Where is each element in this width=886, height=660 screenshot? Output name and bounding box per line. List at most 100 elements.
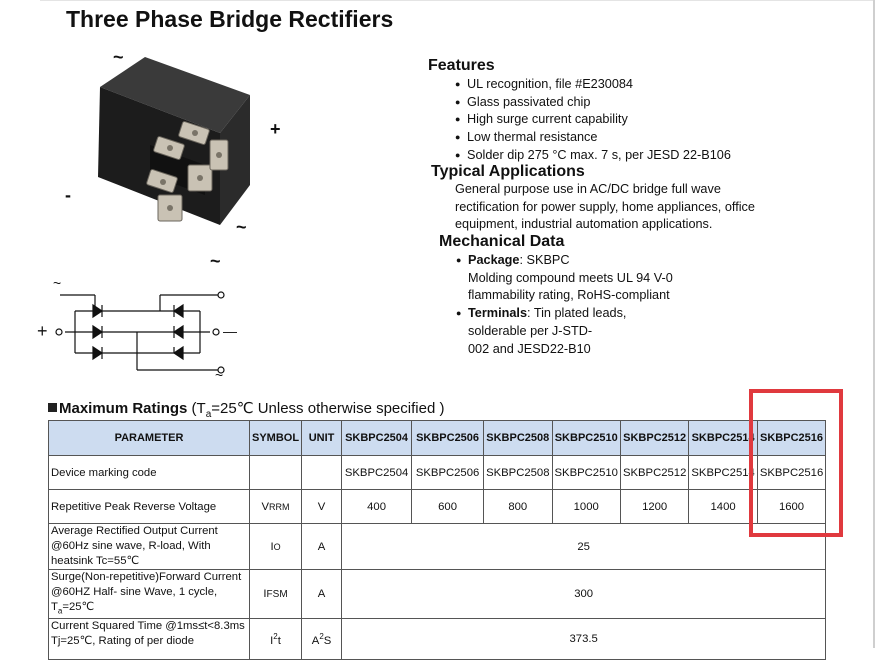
unit-post: S: [323, 634, 332, 647]
terminals-detail: solderable per J-STD-002 and JESD22-B10: [468, 323, 593, 356]
feature-item: Glass passivated chip: [455, 94, 731, 112]
symbol-main: I: [263, 588, 267, 601]
param-cell: Device marking code: [48, 455, 250, 490]
tilde-label-top: ~: [113, 47, 124, 67]
feature-item: High surge current capability: [455, 111, 731, 129]
max-ratings-title: Maximum Ratings: [59, 400, 188, 417]
param-cell: Average Rectified Output Current @60Hz s…: [48, 523, 250, 570]
schematic-tilde-top: ~: [53, 275, 62, 291]
package-item: Package: SKBPC Molding compound meets UL…: [456, 252, 698, 305]
table-row-marking: Device marking code SKBPC2504 SKBPC2506 …: [48, 455, 827, 490]
value-cell: SKBPC2512: [619, 455, 690, 490]
ratings-condition-rest: =25℃ Unless otherwise specified ): [211, 400, 445, 417]
plus-label: +: [270, 119, 281, 139]
symbol-cell: IFSM: [248, 568, 303, 620]
unit-main: A: [311, 634, 320, 647]
ratings-condition-open: (T: [187, 400, 206, 417]
package-detail: Molding compound meets UL 94 V-0 flammab…: [468, 270, 673, 303]
features-list: UL recognition, file #E230084 Glass pass…: [455, 76, 731, 165]
symbol-sub: FSM: [266, 589, 288, 601]
param-sub: a: [57, 606, 63, 616]
table-row-vrrm: Repetitive Peak Reverse Voltage VRRM V 4…: [48, 489, 827, 524]
symbol-post: t: [277, 634, 281, 647]
schematic-tilde-bottom: ~: [215, 367, 224, 383]
features-heading: Features: [428, 57, 495, 74]
highlight-box: [749, 389, 843, 537]
symbol-main: V: [261, 500, 270, 513]
value-cell: SKBPC2508: [483, 455, 553, 490]
table-row-ifsm: Surge(Non-repetitive)Forward Current @60…: [48, 568, 827, 620]
value-cell: SKBPC2506: [411, 455, 485, 490]
unit-cell: A2S: [301, 618, 343, 660]
value-cell: 1200: [619, 489, 690, 524]
value-cell: 373.5: [341, 618, 827, 660]
col-header: SKBPC2516: [756, 420, 827, 456]
feature-item: Low thermal resistance: [455, 129, 731, 147]
unit-cell: A: [301, 523, 343, 570]
value-cell: 300: [341, 568, 827, 620]
terminals-label: Terminals: [468, 306, 527, 321]
param-cell: Current Squared Time @1ms≤t<8.3ms Tj=25℃…: [48, 618, 250, 660]
value-cell: 400: [341, 489, 413, 524]
symbol-main: I: [270, 634, 274, 647]
tilde-label-right: ~: [236, 217, 247, 237]
value-cell: SKBPC2504: [341, 455, 413, 490]
param-text: Surge(Non-repetitive)Forward Current @60…: [51, 571, 242, 613]
terminals-item: Terminals: Tin plated leads, solderable …: [456, 305, 698, 358]
table-row-i2t: Current Squared Time @1ms≤t<8.3ms Tj=25℃…: [48, 618, 827, 660]
col-header: SKBPC2510: [551, 420, 621, 456]
mechanical-list: Package: SKBPC Molding compound meets UL…: [456, 252, 698, 358]
mechanical-heading: Mechanical Data: [439, 233, 565, 250]
param-cell: Surge(Non-repetitive)Forward Current @60…: [48, 568, 250, 620]
minus-label: -: [65, 185, 71, 205]
col-header: SKBPC2504: [341, 420, 413, 456]
applications-text: General purpose use in AC/DC bridge full…: [455, 182, 755, 232]
symbol-cell: IO: [248, 523, 303, 570]
table-header-row: PARAMETER SYMBOL UNIT SKBPC2504 SKBPC250…: [48, 420, 827, 456]
page-top-line: [40, 0, 874, 1]
bridge-schematic: ~ + — ~: [35, 275, 250, 390]
value-cell: 1600: [756, 489, 827, 524]
value-cell: SKBPC2514: [688, 455, 758, 490]
ratings-condition-sub: a: [205, 409, 212, 420]
unit-sup: 2: [319, 631, 324, 641]
col-header: SKBPC2512: [619, 420, 690, 456]
symbol-sup: 2: [273, 631, 278, 641]
component-image: ~ + - ~ ~: [60, 45, 290, 271]
col-header: SKBPC2508: [483, 420, 553, 456]
param-cell: Repetitive Peak Reverse Voltage: [48, 489, 250, 524]
value-cell: 1400: [688, 489, 758, 524]
feature-item: UL recognition, file #E230084: [455, 76, 731, 94]
symbol-sub: O: [273, 541, 281, 552]
page-edge: [873, 0, 875, 648]
symbol-sub: RRM: [269, 501, 290, 512]
col-header: SKBPC2514: [688, 420, 758, 456]
unit-cell: V: [301, 489, 343, 524]
col-header: SYMBOL: [248, 420, 303, 456]
table-row-io: Average Rectified Output Current @60Hz s…: [48, 523, 827, 570]
value-cell: 25: [341, 523, 827, 570]
value-cell: 1000: [551, 489, 621, 524]
symbol-cell: I2t: [248, 618, 303, 660]
tilde-label-bottom: ~: [210, 251, 221, 271]
square-bullet-icon: [48, 403, 57, 412]
schematic-minus: —: [223, 323, 237, 339]
max-ratings-heading: Maximum Ratings (Ta=25℃ Unless otherwise…: [48, 399, 444, 420]
col-header: SKBPC2506: [411, 420, 485, 456]
symbol-cell: VRRM: [248, 489, 303, 524]
applications-heading: Typical Applications: [431, 163, 585, 180]
unit-cell: A: [301, 568, 343, 620]
value-cell: SKBPC2510: [551, 455, 621, 490]
package-text: : SKBPC: [519, 253, 570, 267]
value-cell: SKBPC2516: [756, 455, 827, 490]
param-text-end: =25℃: [62, 601, 95, 613]
col-header: UNIT: [301, 420, 343, 456]
max-ratings-table: PARAMETER SYMBOL UNIT SKBPC2504 SKBPC250…: [48, 420, 827, 660]
value-cell: 800: [483, 489, 553, 524]
symbol-main: I: [270, 540, 274, 553]
page-title: Three Phase Bridge Rectifiers: [66, 6, 394, 32]
value-cell: 600: [411, 489, 485, 524]
terminals-text: : Tin plated leads,: [527, 306, 627, 321]
feature-item: Solder dip 275 °C max. 7 s, per JESD 22-…: [455, 147, 731, 165]
col-header: PARAMETER: [48, 420, 250, 456]
